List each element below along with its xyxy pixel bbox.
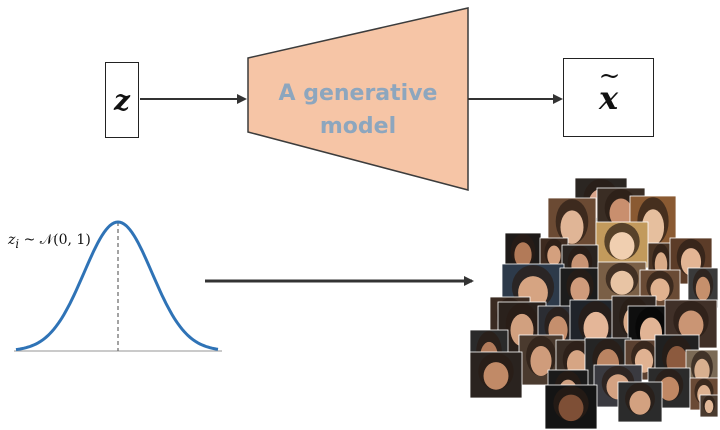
formula-variable: z: [8, 232, 16, 248]
face-tile: [595, 221, 649, 269]
output-tilde: ~: [598, 60, 621, 91]
face-tile: [597, 261, 647, 303]
generative-model-shape: [247, 7, 469, 191]
face-tile: [699, 394, 719, 418]
face-tile: [544, 384, 598, 430]
output-variable-label: ~ x: [598, 61, 621, 117]
output-symbol: x: [598, 78, 619, 117]
gaussian-curve: [15, 220, 219, 352]
face-tile: [469, 351, 523, 399]
face-tile: [647, 367, 691, 409]
latent-variable-label: z: [114, 83, 130, 117]
formula-distribution: ~ 𝒩(0, 1): [19, 232, 91, 248]
face-tile: [617, 381, 663, 423]
face-tile: [639, 269, 681, 309]
prior-distribution-formula: zi ~ 𝒩(0, 1): [8, 232, 91, 251]
formula-subscript: i: [15, 236, 20, 251]
latent-input-box: z: [105, 62, 139, 138]
generated-faces-collage: [469, 177, 719, 430]
generated-output-box: ~ x: [563, 58, 654, 137]
model-label: A generative model: [278, 81, 438, 139]
face-tile: [669, 237, 713, 285]
